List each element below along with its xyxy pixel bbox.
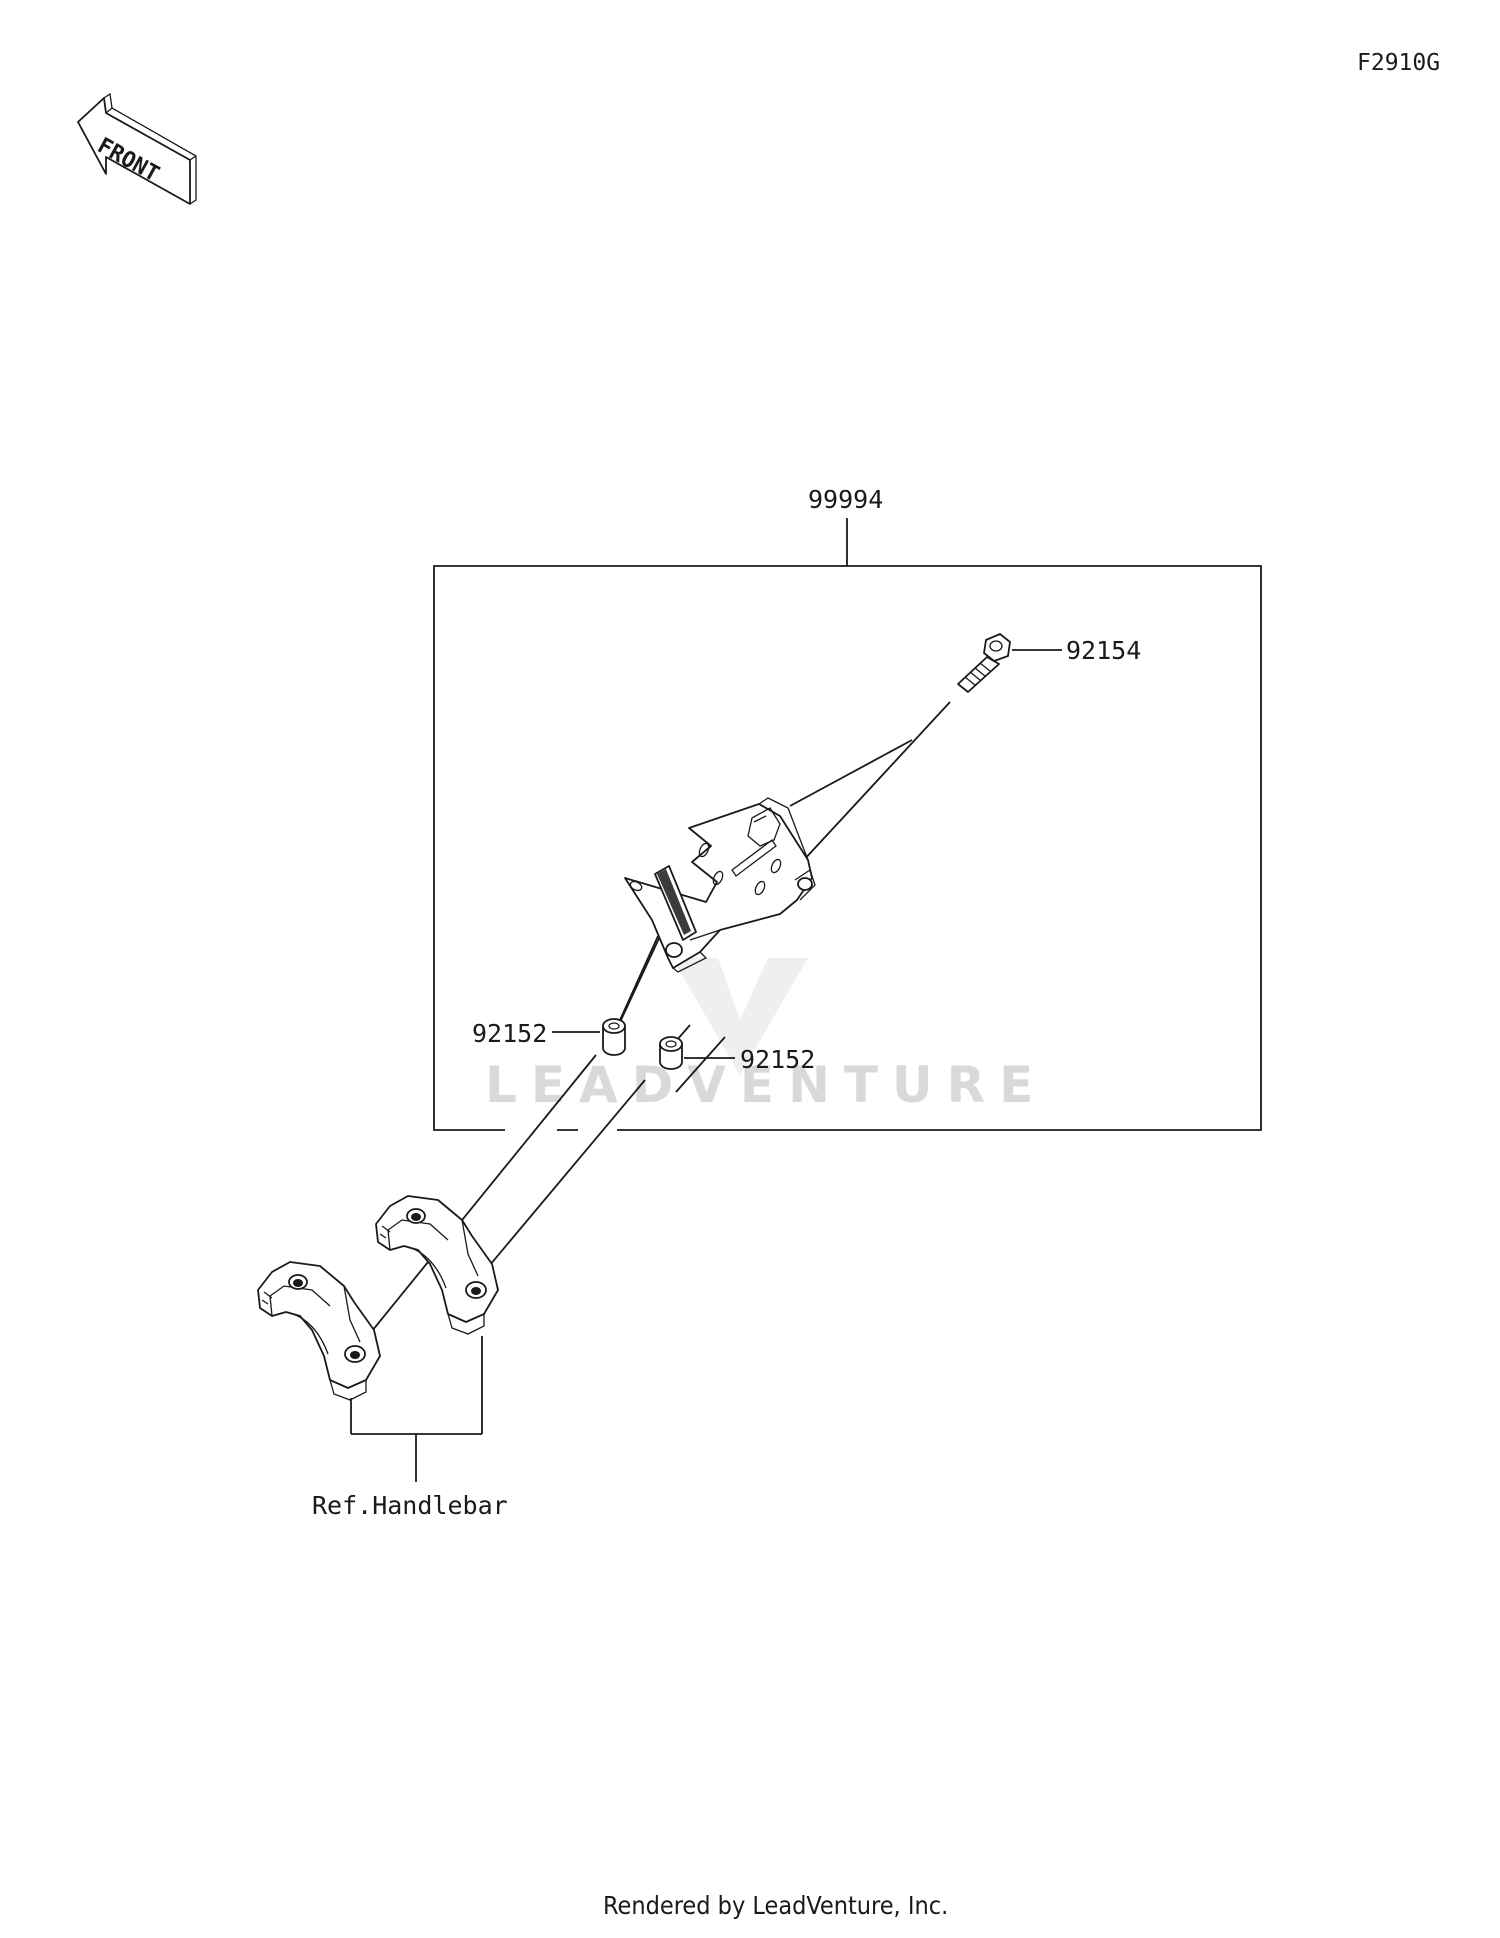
watermark-text: LEADVENTURE [485,1056,1047,1114]
mount-bracket[interactable] [624,797,816,973]
assembly-part-number: 99994 [808,485,883,514]
bolt-92154[interactable] [957,633,1011,693]
reference-bracket [350,1336,483,1482]
label-92154: 92154 [1066,636,1141,665]
reference-label: Ref.Handlebar [312,1491,508,1520]
leadventure-watermark: LEADVENTURE [485,958,1047,1114]
handlebar-clamp-right [375,1195,499,1335]
handlebar-clamp-left [257,1261,381,1401]
collar-92152-right[interactable] [659,1036,683,1070]
label-92152-left: 92152 [472,1019,547,1048]
label-92152-right: 92152 [740,1045,815,1074]
diagram-code: F2910G [1357,50,1440,76]
assembly-box [433,518,1262,1131]
collar-92152-left[interactable] [602,1018,626,1056]
axis-lines [354,701,951,1353]
footer-credit: Rendered by LeadVenture, Inc. [603,1891,948,1920]
front-arrow-icon: FRONT [77,92,197,205]
